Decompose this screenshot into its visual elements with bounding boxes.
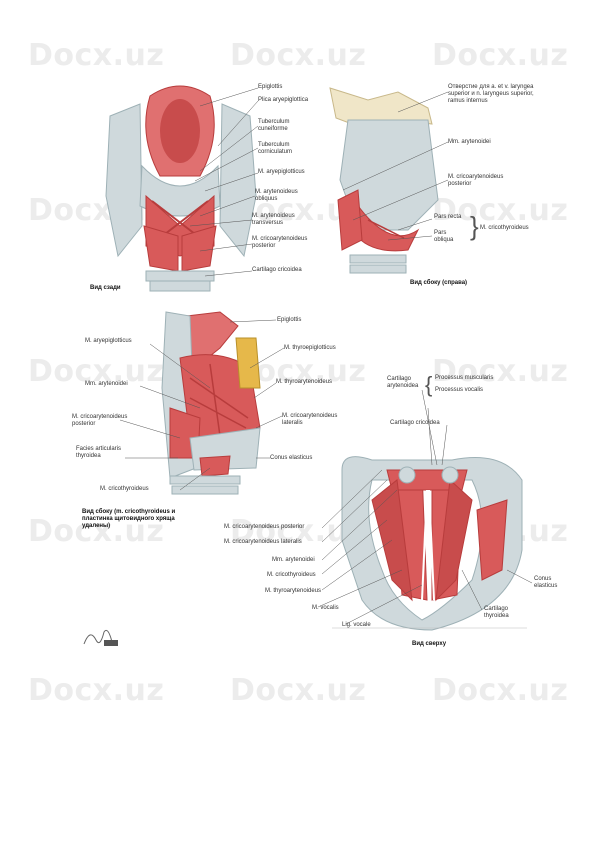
posterior-view-panel: Epiglottis Plica aryepiglottica Tubercul… bbox=[80, 76, 330, 296]
watermark: Docx.uz bbox=[28, 673, 165, 708]
watermark: Docx.uz bbox=[230, 38, 367, 73]
right-view-caption: Вид сбоку (справа) bbox=[410, 280, 468, 286]
label-mm-arytenoidei: Mm. arytenoidei bbox=[448, 139, 491, 145]
label-m-cricothyroideus-brace: M. cricothyroideus bbox=[480, 225, 529, 231]
right-lateral-larynx-illustration bbox=[329, 87, 449, 274]
watermark: Docx.uz bbox=[230, 673, 367, 708]
superior-larynx-illustration bbox=[317, 389, 533, 631]
watermark: Docx.uz bbox=[432, 38, 569, 73]
watermark: Docx.uz bbox=[28, 38, 165, 73]
label-conus-elasticus-lateral: Conus elasticus bbox=[270, 455, 313, 461]
superior-view-panel: Cartilago arytenoidea { Processus muscul… bbox=[222, 370, 562, 655]
label-m-aryepiglotticus-lateral: M. aryepiglotticus bbox=[85, 338, 132, 344]
label-tuberculum-corniculatum: Tuberculum corniculatum bbox=[258, 142, 293, 155]
label-m-thyroepiglotticus: M. thyroepiglotticus bbox=[284, 345, 336, 351]
label-facies-articularis-thyroidea: Facies articularis thyroidea bbox=[76, 446, 122, 459]
label-plica-aryepiglottica: Plica aryepiglottica bbox=[258, 97, 309, 103]
watermark: Docx.uz bbox=[432, 193, 569, 228]
watermark: Docx.uz bbox=[28, 514, 165, 549]
label-mm-arytenoidei-lateral: Mm. arytenoidei bbox=[85, 381, 128, 387]
watermark: Docx.uz bbox=[28, 354, 165, 389]
right-lateral-view-panel: Отверстие для a. et v. laryngea superior… bbox=[328, 80, 550, 290]
lateral-dissected-larynx-illustration bbox=[119, 311, 285, 495]
superior-view-caption: Вид сверху bbox=[412, 641, 447, 647]
right-brace: } bbox=[470, 211, 479, 241]
label-m-cricoarytenoideus-posterior: M. cricoarytenoideus posterior bbox=[252, 236, 308, 249]
label-foramen-laryngeal-vessels: Отверстие для a. et v. laryngea superior… bbox=[448, 84, 534, 104]
label-m-aryepiglotticus: M. aryepiglotticus bbox=[258, 169, 305, 175]
label-conus-elasticus-superior: Conus elasticus bbox=[534, 576, 558, 589]
label-cartilago-thyroidea-superior: Cartilago thyroidea bbox=[484, 606, 509, 619]
watermark: Docx.uz bbox=[432, 354, 569, 389]
label-m-arytenoideus-obliquus: M. arytenoideus obliquus bbox=[255, 189, 298, 202]
label-pars-recta: Pars recta bbox=[434, 214, 462, 220]
lateral-dissected-view-panel: Epiglottis M. aryepiglotticus M. thyroep… bbox=[70, 308, 360, 538]
label-epiglottis-lateral: Epiglottis bbox=[277, 317, 302, 323]
label-m-cricoarytenoideus-lateralis-superior: M. cricoarytenoideus lateralis bbox=[224, 539, 302, 545]
label-cartilago-cricoidea-superior: Cartilago cricoidea bbox=[390, 420, 440, 426]
label-m-thyroarytenoideus: M. thyroarytenoideus bbox=[276, 379, 333, 385]
label-m-cricoarytenoideus-lateralis: M. cricoarytenoideus lateralis bbox=[282, 413, 338, 426]
label-processus-muscularis: Processus muscularis bbox=[435, 375, 494, 381]
label-tuberculum-cuneiforme: Tuberculum cuneiforme bbox=[258, 119, 290, 132]
label-processus-vocalis: Processus vocalis bbox=[435, 387, 484, 393]
label-m-thyroarytenoideus-superior: M. thyroarytenoideus bbox=[265, 588, 322, 594]
label-m-vocalis: M. vocalis bbox=[312, 605, 339, 611]
label-m-arytenoideus-transversus: M. arytenoideus transversus bbox=[252, 213, 295, 226]
lateral-dissected-caption: Вид сбоку (m. cricothyroideus и пластинк… bbox=[82, 509, 176, 529]
label-m-cricothyroideus-superior: M. cricothyroideus bbox=[267, 572, 316, 578]
watermark: Docx.uz bbox=[432, 673, 569, 708]
label-cartilago-arytenoidea: Cartilago arytenoidea bbox=[387, 376, 419, 389]
artist-signature bbox=[82, 624, 122, 650]
posterior-larynx-illustration bbox=[105, 85, 259, 292]
superior-brace: { bbox=[425, 372, 433, 397]
posterior-view-caption: Вид сзади bbox=[90, 285, 121, 291]
label-m-cricoarytenoideus-posterior-lateral: M. cricoarytenoideus posterior bbox=[72, 414, 128, 427]
label-mm-arytenoidei-superior: Mm. arytenoidei bbox=[272, 557, 315, 563]
label-cartilago-cricoidea: Cartilago cricoidea bbox=[252, 267, 302, 273]
label-m-cricothyroideus-lateral: M. cricothyroideus bbox=[100, 486, 149, 492]
label-pars-obliqua: Pars obliqua bbox=[434, 230, 454, 243]
label-m-cricoarytenoideus-posterior-superior: M. cricoarytenoideus posterior bbox=[224, 524, 305, 530]
label-m-cricoarytenoideus-posterior: M. cricoarytenoideus posterior bbox=[448, 174, 504, 187]
label-epiglottis: Epiglottis bbox=[258, 84, 283, 90]
label-lig-vocale: Lig. vocale bbox=[342, 622, 371, 628]
